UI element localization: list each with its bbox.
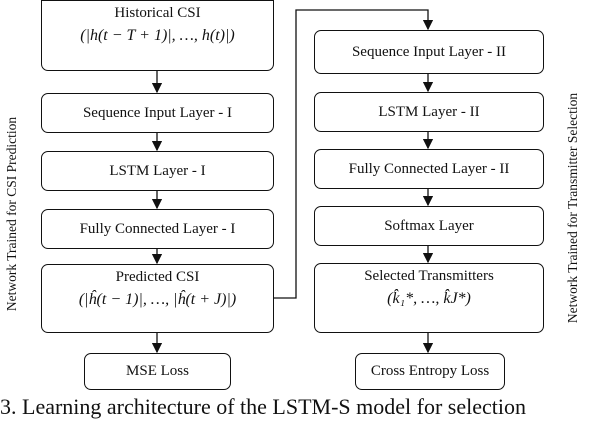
selected-transmitters-box: Selected Transmitters (k̂₁*, …, k̂J*): [314, 263, 544, 333]
lstm-layer-1-label: LSTM Layer - I: [109, 162, 206, 179]
predicted-csi-formula: (|ĥ(t − 1)|, …, |ĥ(t + J)|): [78, 291, 237, 308]
mse-loss-box: MSE Loss: [84, 353, 231, 390]
cross-entropy-loss-label: Cross Entropy Loss: [370, 363, 490, 379]
selected-transmitters-title: Selected Transmitters: [364, 268, 494, 284]
historical-csi-formula: (|h(t − T + 1)|, …, h(t)|): [80, 27, 235, 44]
right-side-label: Network Trained for Transmitter Selectio…: [565, 92, 580, 324]
predicted-csi-box: Predicted CSI (|ĥ(t − 1)|, …, |ĥ(t + J)|…: [41, 264, 274, 333]
mse-loss-label: MSE Loss: [126, 363, 189, 379]
historical-csi-box: Historical CSI (|h(t − T + 1)|, …, h(t)|…: [41, 0, 274, 71]
arrow-predicted-to-seq2: [274, 9, 434, 299]
softmax-layer: Softmax Layer: [314, 206, 544, 246]
historical-csi-title: Historical CSI: [114, 5, 201, 21]
softmax-layer-label: Softmax Layer: [384, 217, 474, 234]
fully-connected-layer-2-label: Fully Connected Layer - II: [348, 160, 510, 177]
fully-connected-layer-1-label: Fully Connected Layer - I: [79, 220, 236, 237]
selected-transmitters-formula: (k̂₁*, …, k̂J*): [387, 290, 471, 307]
lstm-layer-2: LSTM Layer - II: [314, 92, 544, 132]
sequence-input-layer-2-label: Sequence Input Layer - II: [351, 43, 507, 60]
sequence-input-layer-2: Sequence Input Layer - II: [314, 30, 544, 74]
cross-entropy-loss-box: Cross Entropy Loss: [355, 353, 505, 390]
sequence-input-layer-1: Sequence Input Layer - I: [41, 93, 274, 133]
lstm-layer-2-label: LSTM Layer - II: [378, 103, 480, 120]
fully-connected-layer-1: Fully Connected Layer - I: [41, 209, 274, 249]
figure-caption: 3. Learning architecture of the LSTM-S m…: [0, 394, 526, 419]
fully-connected-layer-2: Fully Connected Layer - II: [314, 149, 544, 189]
predicted-csi-title: Predicted CSI: [115, 269, 200, 285]
sequence-input-layer-1-label: Sequence Input Layer - I: [82, 104, 233, 121]
lstm-layer-1: LSTM Layer - I: [41, 151, 274, 191]
left-side-label: Network Trained for CSI Prediction: [4, 116, 19, 312]
